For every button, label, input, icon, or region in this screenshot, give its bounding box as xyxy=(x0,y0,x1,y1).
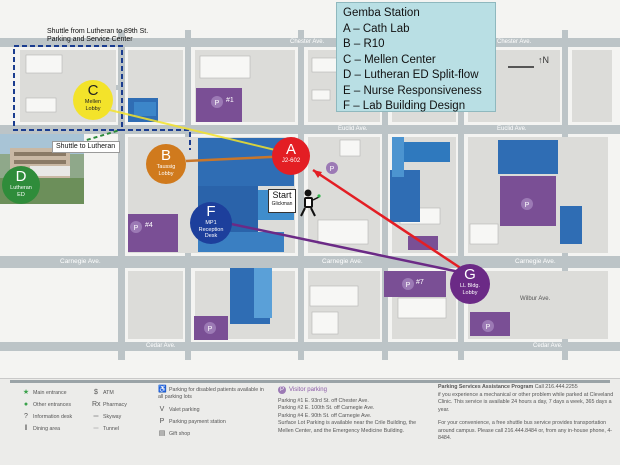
svg-text:P: P xyxy=(406,282,411,289)
gemba-item-a: A – Cath Lab xyxy=(343,22,410,35)
parking-line-4: Surface Lot Parking is available near th… xyxy=(278,420,417,434)
street-euclid: Euclid Ave. xyxy=(338,126,368,132)
station-f-label: MP1 Reception Desk xyxy=(198,220,224,239)
station-g-letter: G xyxy=(464,266,476,283)
station-f-marker[interactable]: F MP1 Reception Desk xyxy=(190,202,232,244)
street-chester-east: Chester Ave. xyxy=(497,39,532,45)
legend-col-3: ♿Parking for disabled patients available… xyxy=(158,386,270,440)
legend-main-entrance: ★Main entrance xyxy=(22,387,72,399)
shuttle-to-lutheran-label: Shuttle to Lutheran xyxy=(56,143,116,150)
help-text: if you experience a mechanical or other … xyxy=(438,391,614,413)
north-arrow-icon: ↑N xyxy=(538,55,549,65)
parking-line-2: Parking #2 E. 100th St. off Carnegie Ave… xyxy=(278,405,375,411)
station-a-marker[interactable]: A J2-602 xyxy=(272,137,310,175)
street-carnegie: Carnegie Ave. xyxy=(60,258,101,265)
parking-garages xyxy=(128,88,556,340)
legend-tunnel: ═Tunnel xyxy=(92,423,127,435)
station-a-label: J2-602 xyxy=(281,158,301,164)
station-b-letter: B xyxy=(160,147,171,164)
skyway-icon: ═ xyxy=(93,413,99,420)
payment-icon: P xyxy=(159,418,165,425)
start-sublabel: Glickman xyxy=(271,201,293,207)
station-d-label: Lutheran ED xyxy=(10,185,32,198)
gemba-title: Gemba Station xyxy=(343,7,420,19)
gemba-station-legend: Gemba Station A – Cath Lab B – R10 C – M… xyxy=(336,2,496,112)
legend-other-entrances: ●Other entrances xyxy=(22,399,72,411)
legend-skyway: ═Skyway xyxy=(92,411,127,423)
legend-top-bar xyxy=(10,380,610,383)
legend-information-desk: ?Information desk xyxy=(22,411,72,423)
gemba-item-e: E – Nurse Responsiveness xyxy=(343,84,482,97)
parking-line-3: Parking #4 E. 90th St. off Carnegie Ave. xyxy=(278,412,372,419)
star-icon: ★ xyxy=(22,389,30,396)
gemba-item-d: D – Lutheran ED Split-flow xyxy=(343,69,479,81)
parking-line-1: Parking #1 E. 93rd St. off Chester Ave. xyxy=(278,397,369,404)
gemba-item-b: B – R10 xyxy=(343,38,385,50)
station-f-letter: F xyxy=(206,203,216,220)
parking-1-label: #1 xyxy=(226,97,234,104)
pharmacy-icon: Rx xyxy=(92,401,101,408)
valet-icon: V xyxy=(159,406,165,413)
legend-disabled-parking: ♿Parking for disabled patients available… xyxy=(158,386,264,400)
gemba-item-c: C – Mellen Center xyxy=(343,53,436,66)
map-legend: ★Main entrance ●Other entrances ?Informa… xyxy=(0,378,620,465)
svg-text:P: P xyxy=(486,324,491,331)
legend-gift-shop: ▤Gift shop xyxy=(158,428,270,440)
station-a-letter: A xyxy=(285,141,296,158)
svg-text:P: P xyxy=(208,326,213,333)
gift-icon: ▤ xyxy=(158,430,166,437)
street-euclid-east: Euclid Ave. xyxy=(497,126,527,132)
street-carnegie-mid: Carnegie Ave. xyxy=(322,258,363,265)
legend-col-1: ★Main entrance ●Other entrances ?Informa… xyxy=(22,387,72,435)
parking-7-label: #7 xyxy=(416,279,424,286)
street-carnegie-east: Carnegie Ave. xyxy=(515,258,556,265)
shuttle-text: For your convenience, a free shuttle bus… xyxy=(438,420,613,441)
scale-bar xyxy=(508,66,534,68)
station-c-marker[interactable]: C Mellen Lobby xyxy=(73,80,113,120)
question-icon: ? xyxy=(24,413,28,420)
visitor-parking-icon: P xyxy=(278,386,286,394)
legend-dining-area: ‖Dining area xyxy=(22,423,72,435)
wheelchair-icon: ♿ xyxy=(158,386,167,393)
parking-symbols: P P P P P P P xyxy=(130,96,533,334)
station-b-label: Taussig Lobby xyxy=(156,164,176,177)
legend-help-block: Parking Services Assistance Program Call… xyxy=(438,384,614,443)
svg-text:P: P xyxy=(134,225,139,232)
shuttle-top-label: Shuttle from Lutheran to 89th St. Parkin… xyxy=(47,28,149,43)
street-chester: Chester Ave. xyxy=(290,39,325,45)
walking-figure-icon xyxy=(300,189,321,217)
dot-icon: ● xyxy=(23,401,29,408)
start-box[interactable]: Start Glickman xyxy=(268,189,296,213)
dining-icon: ‖ xyxy=(24,425,28,432)
minor-buildings xyxy=(25,54,499,335)
svg-text:P: P xyxy=(215,100,220,107)
atm-icon: $ xyxy=(94,389,98,396)
station-b-marker[interactable]: B Taussig Lobby xyxy=(146,144,186,184)
shuttle-to-lutheran-box xyxy=(52,141,120,153)
station-g-marker[interactable]: G LL Bldg. Lobby xyxy=(450,264,490,304)
street-cedar-east: Cedar Ave. xyxy=(533,343,563,349)
svg-text:P: P xyxy=(525,202,530,209)
start-label: Start xyxy=(272,190,292,200)
station-d-letter: D xyxy=(15,168,27,185)
station-c-label: Mellen Lobby xyxy=(84,99,102,112)
help-heading: Parking Services Assistance Program Call… xyxy=(438,384,578,390)
street-cedar: Cedar Ave. xyxy=(146,343,176,349)
station-c-letter: C xyxy=(87,82,99,99)
parking-4-label: #4 xyxy=(145,222,153,229)
gemba-item-f: F – Lab Building Design xyxy=(343,100,466,112)
station-g-label: LL Bldg. Lobby xyxy=(460,283,480,296)
tunnel-icon: ═ xyxy=(93,425,99,432)
svg-text:P: P xyxy=(330,166,335,173)
legend-atm: $ATM xyxy=(92,387,127,399)
station-d-marker[interactable]: D Lutheran ED xyxy=(2,166,40,204)
street-wilbur: Wilbur Ave. xyxy=(520,296,551,302)
